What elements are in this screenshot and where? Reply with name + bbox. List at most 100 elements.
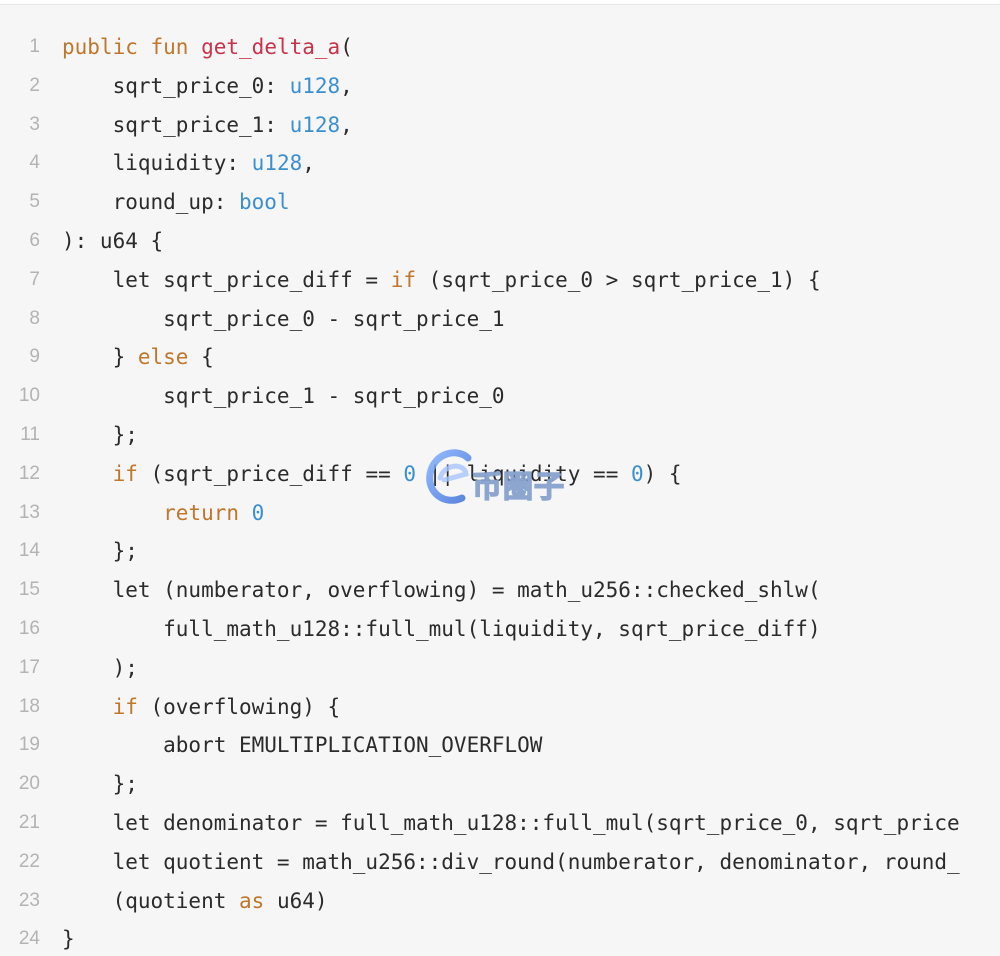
code-token: sqrt_price_0 - sqrt_price_1: [62, 306, 505, 331]
code-line: 7 let sqrt_price_diff = if (sqrt_price_0…: [0, 261, 1000, 300]
code-token: (sqrt_price_0 > sqrt_price_1) {: [416, 267, 821, 292]
line-number: 14: [18, 540, 40, 562]
line-number: 18: [18, 695, 40, 717]
line-code: sqrt_price_0: u128,: [62, 67, 353, 106]
code-token: (: [340, 35, 353, 59]
line-number: 15: [18, 579, 40, 601]
code-token: [138, 35, 151, 59]
line-number: 3: [29, 113, 40, 135]
code-token: abort EMULTIPLICATION_OVERFLOW: [62, 733, 543, 758]
line-number: 17: [18, 656, 40, 678]
code-token: ,: [302, 151, 315, 176]
code-token: };: [62, 539, 138, 564]
code-token: (quotient: [62, 888, 240, 913]
line-code: if (overflowing) {: [62, 688, 341, 727]
code-line: 24}: [0, 920, 1000, 956]
line-code: };: [62, 532, 138, 571]
line-number: 23: [18, 889, 40, 911]
code-line: 4 liquidity: u128,: [0, 144, 1000, 183]
line-code: sqrt_price_0 - sqrt_price_1: [62, 300, 505, 339]
code-token: };: [62, 772, 138, 797]
code-token: [62, 462, 113, 486]
code-line: 14 };: [0, 532, 1000, 571]
code-line: 6): u64 {: [0, 222, 1000, 261]
code-token: (sqrt_price_diff ==: [137, 461, 404, 486]
line-number: 1: [29, 36, 40, 57]
code-token: ) {: [643, 461, 682, 486]
line-number: 10: [18, 385, 40, 407]
line-code: public fun get_delta_a(: [62, 28, 353, 67]
code-token: if: [390, 267, 417, 292]
code-token: }: [62, 927, 75, 952]
code-line: 8 sqrt_price_0 - sqrt_price_1: [0, 300, 1000, 339]
line-code: sqrt_price_1: u128,: [62, 106, 353, 145]
code-line: 2 sqrt_price_0: u128,: [0, 67, 1000, 106]
line-number: 13: [18, 501, 40, 523]
code-line: 9 } else {: [0, 338, 1000, 377]
line-code: full_math_u128::full_mul(liquidity, sqrt…: [62, 610, 821, 649]
line-number: 9: [29, 346, 40, 368]
code-token: full_math_u128::full_mul(liquidity, sqrt…: [62, 616, 821, 641]
line-code: abort EMULTIPLICATION_OVERFLOW: [62, 726, 542, 765]
code-token: let quotient = math_u256::div_round(numb…: [62, 849, 960, 874]
code-token: if: [112, 461, 138, 486]
code-token: ,: [340, 73, 353, 98]
code-line: 13 return 0: [0, 494, 1000, 533]
line-code: (quotient as u64): [62, 882, 328, 921]
code-token: {: [188, 345, 214, 370]
code-token: }: [62, 345, 138, 370]
code-line: 22 let quotient = math_u256::div_round(n…: [0, 843, 1000, 882]
code-token: || liquidity ==: [416, 461, 631, 486]
code-line: 3 sqrt_price_1: u128,: [0, 106, 1000, 145]
line-number: 11: [20, 423, 40, 445]
code-token: else: [137, 345, 189, 370]
code-token: );: [62, 655, 138, 680]
code-token: [188, 35, 201, 59]
code-token: u64): [264, 888, 328, 913]
line-number: 19: [18, 734, 40, 756]
line-code: };: [62, 765, 138, 804]
line-number: 2: [29, 74, 40, 96]
code-line: 15 let (numberator, overflowing) = math_…: [0, 571, 1000, 610]
line-code: ): u64 {: [62, 222, 163, 261]
code-token: [239, 501, 252, 525]
code-line: 16 full_math_u128::full_mul(liquidity, s…: [0, 610, 1000, 649]
line-code: return 0: [62, 494, 264, 533]
line-code: let quotient = math_u256::div_round(numb…: [62, 843, 960, 882]
code-line: 5 round_up: bool: [0, 183, 1000, 222]
code-line: 21 let denominator = full_math_u128::ful…: [0, 804, 1000, 843]
code-token: (overflowing) {: [137, 694, 341, 719]
code-token: public: [62, 35, 138, 59]
code-token: fun: [150, 35, 189, 59]
code-token: ,: [340, 112, 353, 137]
code-token: sqrt_price_1:: [62, 112, 290, 137]
code-line: 17 );: [0, 649, 1000, 688]
line-code: }: [62, 920, 75, 956]
code-token: let (numberator, overflowing) = math_u25…: [62, 578, 821, 603]
code-line: 23 (quotient as u64): [0, 882, 1000, 921]
line-code: liquidity: u128,: [62, 144, 315, 183]
code-token: u128: [251, 151, 303, 176]
code-token: 0: [251, 500, 265, 525]
line-code: if (sqrt_price_diff == 0 || liquidity ==…: [62, 455, 682, 494]
line-code: let sqrt_price_diff = if (sqrt_price_0 >…: [62, 261, 821, 300]
line-code: let denominator = full_math_u128::full_m…: [62, 804, 960, 843]
line-code: round_up: bool: [62, 183, 290, 222]
code-token: as: [239, 888, 265, 913]
line-code: } else {: [62, 338, 214, 377]
line-number: 21: [18, 811, 40, 833]
code-line: 10 sqrt_price_1 - sqrt_price_0: [0, 377, 1000, 416]
code-token: ): u64 {: [62, 228, 164, 253]
code-token: let denominator = full_math_u128::full_m…: [62, 810, 960, 835]
code-token: bool: [239, 190, 290, 215]
code-token: let sqrt_price_diff =: [62, 267, 391, 292]
code-line: 1 public fun get_delta_a(: [0, 28, 1000, 67]
line-number: 20: [18, 773, 40, 795]
line-number: 16: [18, 617, 40, 639]
line-number: 4: [29, 152, 40, 174]
line-number: 7: [29, 268, 40, 290]
code-token: 0: [403, 461, 417, 486]
code-token: [62, 501, 163, 525]
